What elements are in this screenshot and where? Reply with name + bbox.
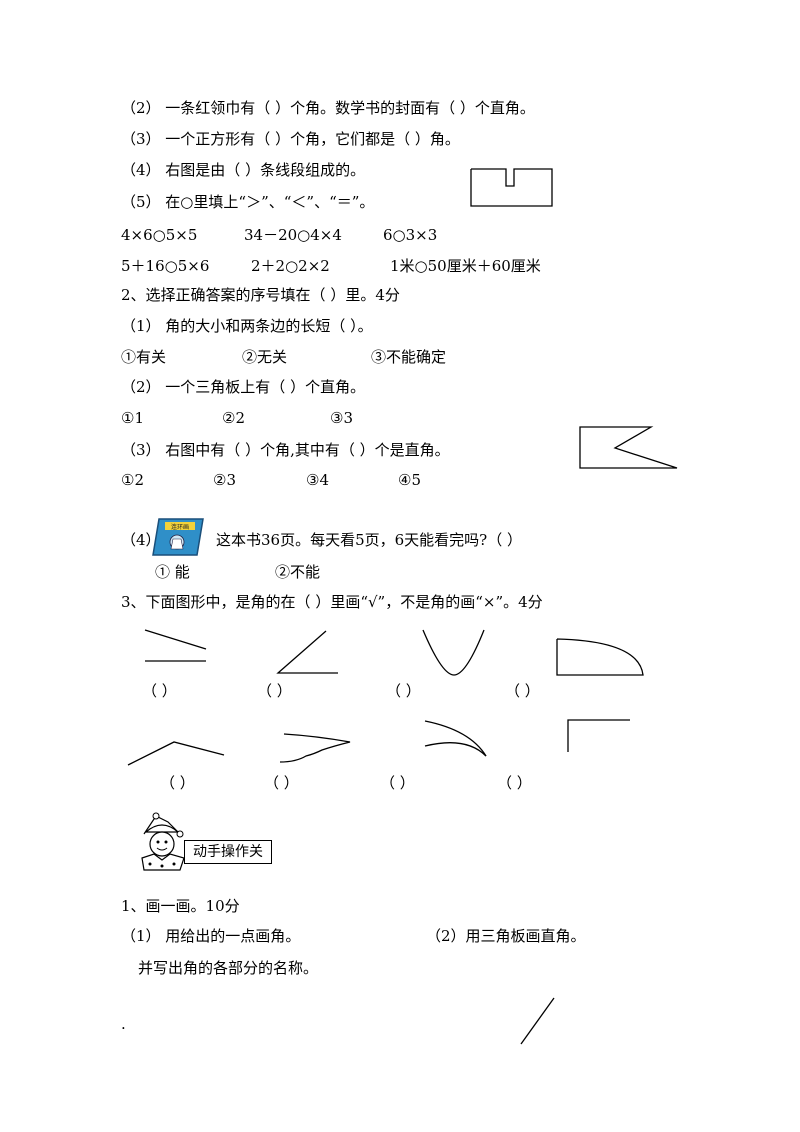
answer-blank-3[interactable]: （ ）: [386, 682, 421, 700]
option-2-1-b: ②无关: [242, 348, 288, 366]
figure-wavy-shape: [279, 733, 351, 763]
figure-u-curve: [422, 629, 485, 676]
question-1-4: （4） 右图是由（ ）条线段组成的。: [121, 161, 366, 179]
option-2-3-a: ①2: [121, 471, 144, 489]
question-2-1: （1） 角的大小和两条边的长短（ ）。: [121, 317, 373, 335]
question-2-4-label: （4）: [121, 531, 161, 549]
option-2-3-d: ④5: [398, 471, 421, 489]
book-cover-title: 连环画: [171, 523, 189, 531]
answer-blank-1[interactable]: （ ）: [142, 682, 177, 700]
compare-4: 5＋16○5×6: [121, 257, 210, 275]
hands-on-banner: 动手操作关: [184, 840, 272, 864]
figure-angle: [276, 630, 338, 674]
option-2-2-a: ①1: [121, 409, 144, 427]
figure-right-angle: [567, 719, 630, 752]
figure-open-angle: [127, 741, 225, 766]
answer-blank-7[interactable]: （ ）: [380, 774, 415, 792]
option-2-1-c: ③不能确定: [371, 348, 447, 366]
given-point: .: [121, 1015, 126, 1033]
hands-on-q2: （2）用三角板画直角。: [426, 927, 586, 945]
hands-on-q1: （1） 用给出的一点画角。: [121, 927, 301, 945]
section-2-title: 2、选择正确答案的序号填在（ ）里。4分: [121, 286, 400, 304]
option-2-3-c: ③4: [306, 471, 329, 489]
answer-blank-5[interactable]: （ ）: [160, 774, 195, 792]
option-2-4-a: ① 能: [155, 563, 190, 581]
given-line-segment: [520, 997, 555, 1045]
option-2-4-b: ②不能: [275, 563, 321, 581]
answer-blank-8[interactable]: （ ）: [497, 774, 532, 792]
compare-6: 1米○50厘米＋60厘米: [390, 257, 541, 275]
option-2-2-b: ②2: [222, 409, 245, 427]
answer-blank-6[interactable]: （ ）: [264, 774, 299, 792]
clown-mascot-picture: [141, 812, 185, 871]
figure-two-lines: [144, 629, 207, 662]
option-2-1-a: ①有关: [121, 348, 167, 366]
question-2-3: （3） 右图中有（ ）个角,其中有（ ）个是直角。: [121, 441, 450, 459]
compare-1: 4×6○5×5: [121, 226, 198, 244]
answer-blank-2[interactable]: （ ）: [257, 682, 292, 700]
book-picture: 连环画: [152, 518, 204, 556]
figure-curved-corner: [556, 638, 644, 676]
section-3-title: 3、下面图形中，是角的在（ ）里画“√”，不是角的画“×”。4分: [121, 593, 543, 611]
compare-3: 6○3×3: [383, 226, 438, 244]
line-segments-figure: [470, 168, 553, 207]
hands-on-q1-note: 并写出角的各部分的名称。: [138, 959, 319, 977]
question-2-2: （2） 一个三角板上有（ ）个直角。: [121, 378, 366, 396]
compare-2: 34－20○4×4: [244, 226, 342, 244]
option-2-3-b: ②3: [213, 471, 236, 489]
figure-curved-angle: [424, 720, 487, 757]
question-1-2: （2） 一条红领巾有（ ）个角。数学书的封面有（ ）个直角。: [121, 99, 535, 117]
question-2-4: 这本书36页。每天看5页，6天能看完吗?（ ）: [216, 531, 522, 549]
answer-blank-4[interactable]: （ ）: [505, 682, 540, 700]
hands-on-title: 1、画一画。10分: [121, 897, 240, 915]
question-1-3: （3） 一个正方形有（ ）个角，它们都是（ ）角。: [121, 130, 460, 148]
option-2-2-c: ③3: [330, 409, 353, 427]
question-1-5: （5） 在○里填上“＞”、“＜”、“＝”。: [121, 193, 375, 211]
flag-shape-figure: [579, 426, 678, 469]
compare-5: 2＋2○2×2: [251, 257, 330, 275]
